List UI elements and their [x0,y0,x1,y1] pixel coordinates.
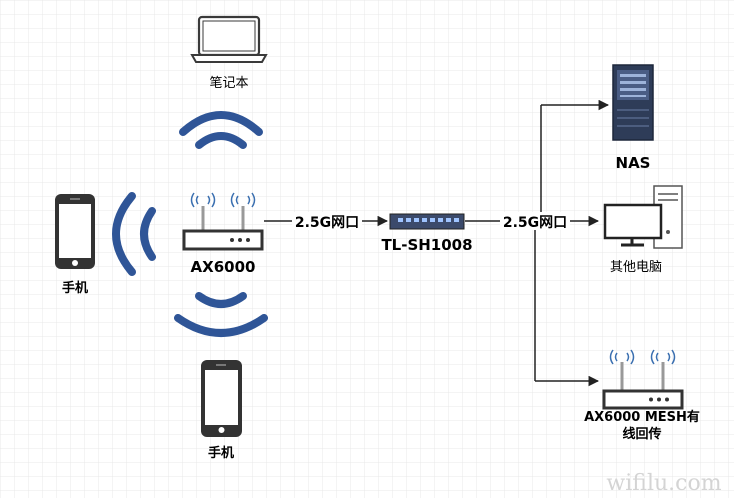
laptop-icon [190,15,268,63]
link-switch-to-devices-label: 2.5G网口 [503,215,567,231]
laptop-label: 笔记本 [209,75,248,91]
watermark: wifilu.com [606,471,721,496]
switch-label: TL-SH1008 [381,236,472,254]
phone-bottom-icon [201,360,242,437]
wifi-signal-left-icon [112,192,156,276]
router-mesh-icon [602,349,684,410]
pc-label: 其他电脑 [610,260,662,275]
router-main-icon [182,192,264,251]
router-main-label: AX6000 [191,258,256,276]
router-mesh-label-line1: AX6000 MESH有 [584,409,700,425]
nas-icon [612,64,654,141]
phone-left-label: 手机 [62,280,88,296]
wifi-signal-top-icon [179,111,263,149]
phone-left-icon [55,194,95,269]
phone-bottom-label: 手机 [208,445,234,461]
switch-icon [389,213,465,230]
link-router-to-switch-label: 2.5G网口 [295,215,359,231]
link-label-bg-2 [500,212,570,230]
pc-icon [603,185,683,249]
nas-label: NAS [616,154,651,172]
router-mesh-label-line2: 线回传 [622,426,661,442]
wifi-signal-bottom-icon [174,292,268,337]
link-label-bg-1 [292,212,362,230]
